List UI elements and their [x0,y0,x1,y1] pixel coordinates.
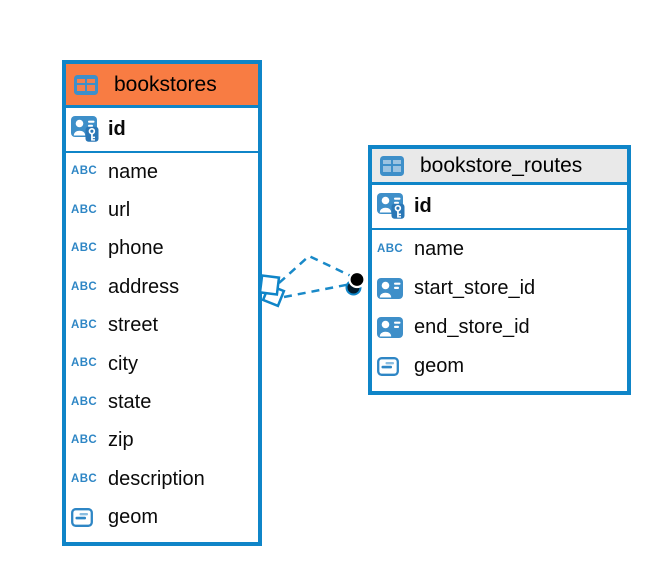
table-name: bookstores [114,72,217,96]
table-row[interactable]: ABC phone [66,230,258,268]
table-row[interactable]: ABC description [66,460,258,498]
primary-key-icon [71,116,102,143]
column-name: description [108,467,205,490]
text-type-icon: ABC [71,203,98,216]
table-row[interactable]: end_store_id [372,308,627,347]
table-row-id[interactable]: id [372,185,627,230]
table-icon [74,74,105,95]
table-row[interactable]: ABC name [66,153,258,191]
geometry-type-icon [71,508,102,528]
text-type-icon: ABC [71,357,98,370]
column-name: state [108,391,152,414]
column-name: id [108,118,126,140]
text-type-icon: ABC [71,395,98,408]
column-name: name [414,238,465,260]
table-row-id[interactable]: id [66,108,258,153]
text-type-icon: ABC [71,472,98,485]
entity-table-bookstores[interactable]: bookstores id ABC [62,60,262,546]
table-header-bookstores[interactable]: bookstores [66,64,258,108]
column-name: geom [414,355,465,377]
column-name: zip [108,429,134,452]
text-type-icon: ABC [377,242,404,255]
table-row[interactable]: ABC state [66,383,258,421]
geometry-type-icon [377,357,408,376]
diamond-handle-front[interactable] [258,274,281,296]
table-row[interactable]: geom [372,347,627,386]
relationship-line-1[interactable] [278,254,354,284]
table-header-bookstore-routes[interactable]: bookstore_routes [372,149,627,185]
table-name: bookstore_routes [420,153,583,177]
text-type-icon: ABC [71,434,98,447]
table-row[interactable]: ABC address [66,268,258,306]
column-name: city [108,352,138,375]
table-row[interactable]: ABC name [372,230,627,269]
column-name: url [108,199,131,222]
text-type-icon: ABC [71,165,98,178]
table-row[interactable]: ABC url [66,191,258,229]
column-name: id [414,195,432,217]
table-row[interactable]: ABC street [66,307,258,345]
column-name: phone [108,237,164,260]
dot-handle-back[interactable] [345,279,362,296]
diamond-handle-back[interactable] [261,283,286,308]
table-row[interactable]: ABC city [66,345,258,383]
reference-column-icon [377,317,408,338]
text-type-icon: ABC [71,242,98,255]
column-name: address [108,275,180,298]
text-type-icon: ABC [71,280,98,293]
dot-handle-front[interactable] [348,270,366,289]
table-row[interactable]: ABC zip [66,422,258,460]
table-row[interactable]: geom [66,499,258,537]
reference-column-icon [377,278,408,299]
relationship-line-2[interactable] [283,282,352,299]
column-name: name [108,160,159,183]
column-name: geom [108,506,159,529]
primary-key-icon [377,193,408,220]
column-name: start_store_id [414,277,536,299]
table-row[interactable]: start_store_id [372,269,627,308]
column-name: end_store_id [414,316,530,338]
table-icon [380,155,411,176]
entity-table-bookstore-routes[interactable]: bookstore_routes id ABC [368,145,631,395]
text-type-icon: ABC [71,319,98,331]
column-name: street [108,314,159,337]
